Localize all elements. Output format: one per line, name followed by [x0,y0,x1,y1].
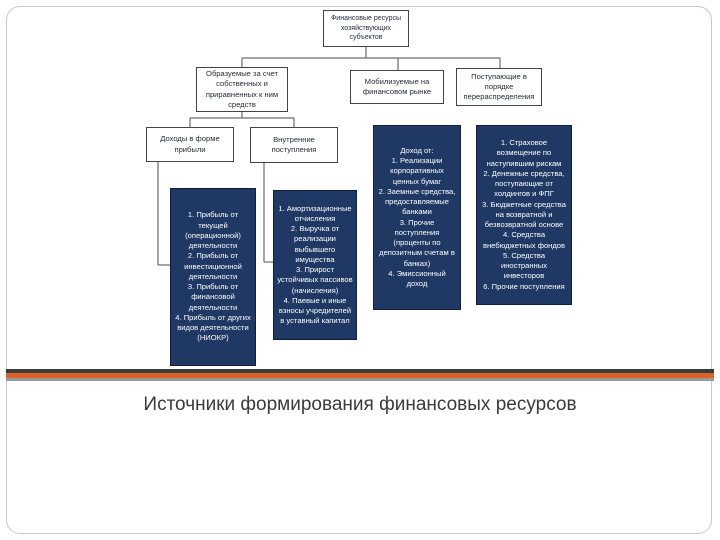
own-funds-label-line: Образуемые за счет [206,69,278,78]
internal-label-line: Внутренние [273,134,315,144]
redistribution-list-line: наступившим рискам [486,158,562,168]
slide-caption: Источники формирования финансовых ресурс… [143,394,577,415]
market-list-line: 1. Реализации [391,156,443,165]
redistribution-list-line: на возвратной и [495,209,553,219]
divider-band-light [6,378,714,381]
internal-list-line: отчисления [294,213,336,223]
market-list-line: поступления [394,227,440,237]
root-label-line: субъектов [349,34,383,42]
redistribution-node: Поступающие в порядке перераспределения [456,68,542,106]
profit-list-line: текущей [198,220,228,230]
own-funds-label-line: средств [228,99,256,109]
profit-list-line: деятельности [188,271,238,281]
profit-list-line: инвестиционной [184,261,242,271]
own-funds-label-line: собственных и [216,79,268,89]
divider-band-accent [6,373,714,378]
internal-list-line: в уставный капитал [280,316,350,326]
redistribution-label-line: Поступающие в [471,71,527,81]
profit-list-line: видов деятельности [177,323,249,333]
internal-list-line: (начисления) [291,285,339,295]
internal-list-line: имущества [295,254,335,264]
market-list-node: Доход от: 1. Реализации корпоративных це… [373,125,461,310]
redistribution-label-line: перераспределения [463,92,535,102]
market-list-line: предоставляемые [385,197,449,206]
internal-list-line: 1. Амортизационные [278,203,352,213]
internal-list-node: 1. Амортизационные отчисления 2. Выручка… [273,190,357,340]
redistribution-list-line: инвесторов [503,271,545,281]
root-label-line: Финансовые ресурсы [330,15,402,23]
redistribution-list-line: 4. Средства [502,230,546,240]
internal-list-line: устойчивых пассивов [277,275,353,285]
profit-list-line: 3. Прибыль от [187,282,239,292]
redistribution-list-line: безвозвратной основе [484,220,564,230]
market-list-line: депозитным счетам в [379,248,455,258]
profit-list-line: 1. Прибыль от [187,210,239,220]
profit-list-line: (операционной) [185,230,241,240]
internal-node: Внутренние поступления [250,127,338,163]
redistribution-list-line: иностранных [500,261,548,271]
profit-list-line: финансовой [191,292,235,302]
profit-income-label-line: прибыли [174,144,206,154]
profit-list-line: (НИОКР) [197,333,229,343]
redistribution-label-line: порядке [484,81,514,91]
market-list-line: банками [402,207,432,217]
root-node: Финансовые ресурсы хозяйствующих субъект… [323,10,409,47]
redistribution-list-line: 1. Страховое [500,138,548,148]
market-list-line: Доход от: [400,145,434,155]
internal-list-line: выбывшего [294,244,336,254]
redistribution-list-line: поступающие от [495,179,553,189]
profit-list-line: 2. Прибыль от [187,251,239,261]
internal-list-line: 3. Прирост [295,265,335,274]
profit-list-line: 4. Прибыль от других [175,312,251,322]
slide-frame [6,6,712,534]
profit-list-line: деятельности [188,302,238,312]
market-label-line: Мобилизуемые на [364,76,430,86]
market-list-line: доход [406,279,428,288]
root-label-line: хозяйствующих [340,24,392,32]
internal-label-line: поступления [271,145,317,154]
redistribution-list-line: возмещение по [496,148,552,158]
market-list-line: (проценты по [393,238,441,247]
internal-list-line: 2. Выручка от [290,224,340,233]
market-list-line: 2. Заемные средства, [378,186,456,196]
market-node: Мобилизуемые на финансовом рынке [350,70,444,104]
market-list-line: ценных бумаг [392,176,442,186]
redistribution-list-line: 3. Бюджетные средства [482,199,566,209]
redistribution-list-line: 2. Денежные средства, [483,168,565,178]
internal-list-line: 4. Паевые и иные [283,295,347,305]
profit-list-node: 1. Прибыль от текущей (операционной) дея… [170,188,256,366]
market-list-line: 3. Прочие [399,217,435,227]
profit-income-node: Доходы в форме прибыли [146,127,234,162]
market-list-line: корпоративных [390,166,444,176]
internal-list-line: реализации [294,234,336,244]
profit-list-line: деятельности [188,241,238,251]
market-list-line: 4. Эмиссионный [388,268,446,278]
redistribution-list-line: внебюджетных фондов [482,240,566,250]
redistribution-list-line: 5. Средства [502,250,546,260]
own-funds-label-line: приравненных к ним [205,89,279,99]
redistribution-list-node: 1. Страховое возмещение по наступившим р… [476,125,572,305]
market-label-line: финансовом рынке [362,87,432,96]
profit-income-label-line: Доходы в форме [160,134,220,144]
divider-band-dark [6,369,714,373]
internal-list-line: взносы учредителей [278,306,352,315]
redistribution-list-line: 6. Прочие поступления [483,281,565,291]
own-funds-node: Образуемые за счет собственных и приравн… [196,67,288,112]
market-list-line: банках) [403,258,431,268]
redistribution-list-line: холдингов и ФПГ [494,189,554,199]
